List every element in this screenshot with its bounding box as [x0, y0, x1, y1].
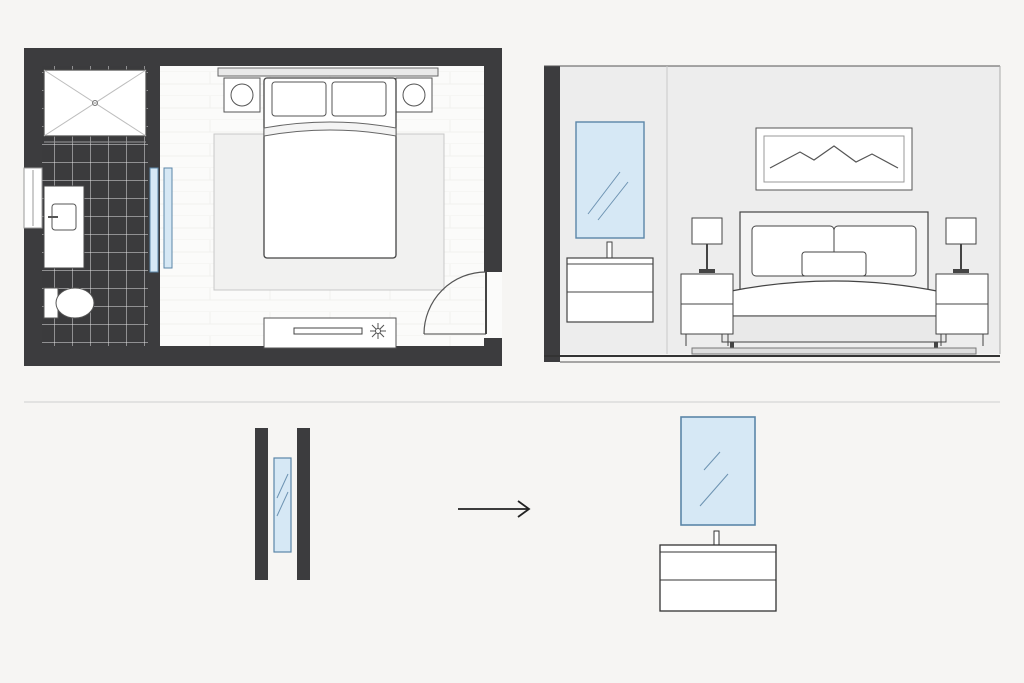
partition-wall-upper [148, 66, 160, 166]
mirror-reflection-2 [597, 181, 629, 221]
elevation-bed-base [721, 315, 947, 343]
elevation-faucet [606, 241, 613, 259]
plan-pillow-left [271, 81, 327, 117]
elevation-rug [691, 347, 977, 355]
detail-glass-reflection-2 [276, 491, 289, 517]
elevation-artwork-frame [755, 127, 913, 191]
detail-wall-left [255, 428, 268, 580]
elevation-lamp-base-right [953, 269, 969, 273]
plan-lamp-right [402, 83, 426, 107]
door-swing-arc [423, 271, 487, 335]
mirror-vanity-elevation [659, 416, 777, 612]
arrow-right-icon [458, 500, 531, 518]
elevation-left-wall [544, 66, 560, 362]
elevation-mattress [725, 280, 943, 317]
detail-mirror-reflection-1 [703, 451, 721, 471]
detail-mirror-reflection-2 [699, 473, 729, 507]
elevation-lamp-shade-left [691, 217, 723, 245]
partition-wall-lower [148, 272, 160, 288]
elevation-artwork-mat [763, 135, 905, 183]
partition-glass-panel [149, 167, 159, 273]
partition-wall-bottom [148, 338, 160, 348]
elevation-lamp-shade-right [945, 217, 977, 245]
detail-faucet [713, 530, 720, 546]
detail-glass-reflection-1 [276, 473, 289, 499]
plan-pillow-right [331, 81, 387, 117]
toilet-bowl [55, 287, 95, 319]
plan-lamp-left [230, 83, 254, 107]
shower-diagonal-2 [43, 69, 147, 137]
detail-wall-right [297, 428, 310, 580]
partition-detail-plan [255, 428, 310, 580]
elevation-lamp-base-left [699, 269, 715, 273]
floor-plan [23, 48, 502, 366]
door-opening [484, 272, 502, 338]
elevation-cushion [801, 251, 867, 277]
shower-drain [92, 100, 98, 106]
plan-bench-tray [293, 327, 363, 335]
headboard-strip [217, 67, 439, 77]
mirror-reflection-1 [587, 171, 621, 215]
plan-blanket-fold [263, 121, 397, 137]
plant-icon [370, 323, 386, 339]
elevation-vanity [566, 257, 654, 323]
detail-vanity [659, 544, 777, 612]
mountain-artwork-icon [769, 145, 899, 169]
interior-elevation [544, 65, 1001, 363]
elevation-mirror [575, 121, 645, 239]
partition-glass-panel-2 [163, 167, 173, 269]
detail-mirror [680, 416, 756, 526]
